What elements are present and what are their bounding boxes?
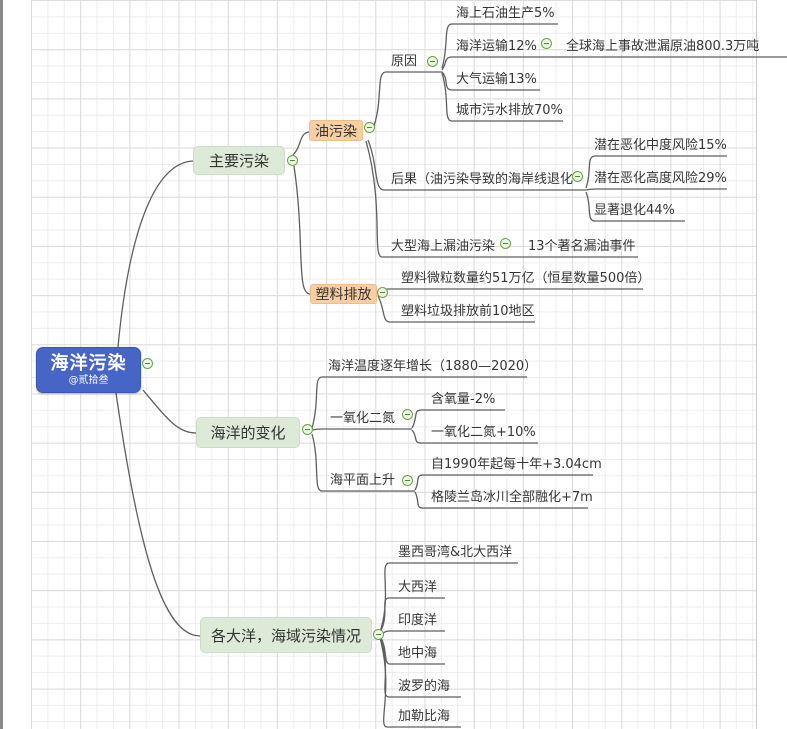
topic-marine-transport[interactable]: 海洋运输12%: [456, 39, 537, 54]
subtopic-oil-pollution[interactable]: 油污染: [309, 120, 363, 141]
topic-global-oil-spill-total[interactable]: 全球海上事故泄漏原油800.3万吨: [566, 39, 760, 54]
root-topic-label: 海洋污染: [50, 352, 127, 374]
branch-ocean-regions[interactable]: 各大洋，海域污染情况: [200, 617, 372, 653]
topic-major-oil-spills[interactable]: 大型海上漏油污染: [391, 239, 496, 254]
subtopic-plastic-emission[interactable]: 塑料排放: [310, 284, 377, 304]
collapse-icon[interactable]: [377, 287, 388, 298]
topic-famous-spill-events[interactable]: 13个著名漏油事件: [528, 239, 636, 254]
topic-offshore-oil-production[interactable]: 海上石油生产5%: [456, 6, 555, 21]
collapse-icon[interactable]: [287, 155, 298, 166]
topic-indian-ocean[interactable]: 印度洋: [398, 613, 438, 628]
collapse-icon[interactable]: [142, 358, 153, 369]
topic-potential-high-risk[interactable]: 潜在恶化高度风险29%: [594, 171, 727, 186]
topic-urban-sewage[interactable]: 城市污水排放70%: [456, 103, 563, 118]
collapse-icon[interactable]: [364, 122, 375, 133]
collapse-icon[interactable]: [402, 409, 413, 420]
collapse-icon[interactable]: [302, 424, 313, 435]
window-edge: [0, 0, 3, 729]
collapse-icon[interactable]: [373, 629, 384, 640]
topic-atlantic[interactable]: 大西洋: [398, 580, 438, 595]
topic-causes[interactable]: 原因: [391, 54, 418, 69]
topic-ocean-temperature[interactable]: 海洋温度逐年增长（1880—2020）: [328, 359, 538, 374]
topic-potential-moderate-risk[interactable]: 潜在恶化中度风险15%: [594, 138, 727, 153]
collapse-icon[interactable]: [402, 475, 413, 486]
topic-greenland-melt[interactable]: 格陵兰岛冰川全部融化+7m: [431, 490, 593, 505]
topic-nitrous-oxide[interactable]: 一氧化二氮: [330, 411, 396, 426]
topic-sea-level-rise[interactable]: 海平面上升: [330, 473, 396, 488]
topic-caribbean-sea[interactable]: 加勒比海: [398, 709, 451, 724]
root-author-label: @贰拾叁: [68, 375, 109, 387]
topic-microplastic-count[interactable]: 塑料微粒数量约51万亿（恒星数量500倍）: [401, 271, 651, 286]
collapse-icon[interactable]: [427, 56, 438, 67]
topic-gulf-mexico-north-atlantic[interactable]: 墨西哥湾&北大西洋: [398, 545, 513, 560]
collapse-icon[interactable]: [500, 238, 511, 249]
branch-ocean-changes[interactable]: 海洋的变化: [196, 417, 300, 448]
topic-rise-per-decade[interactable]: 自1990年起每十年+3.04cm: [431, 457, 602, 472]
topic-consequences-coastline[interactable]: 后果（油污染导致的海岸线退化: [391, 172, 574, 187]
grid-background: [31, 0, 757, 729]
branch-main-pollution[interactable]: 主要污染: [193, 146, 285, 175]
topic-top10-plastic-regions[interactable]: 塑料垃圾排放前10地区: [401, 304, 535, 319]
topic-atmospheric-transport[interactable]: 大气运输13%: [456, 72, 537, 87]
topic-nitrous-oxide-increase[interactable]: 一氧化二氮+10%: [431, 425, 536, 440]
topic-baltic-sea[interactable]: 波罗的海: [398, 679, 451, 694]
topic-mediterranean[interactable]: 地中海: [398, 646, 438, 661]
topic-oxygen-content[interactable]: 含氧量-2%: [431, 392, 496, 407]
root-node[interactable]: 海洋污染 @贰拾叁: [36, 347, 141, 393]
collapse-icon[interactable]: [541, 38, 552, 49]
topic-significant-degradation[interactable]: 显著退化44%: [594, 203, 675, 218]
collapse-icon[interactable]: [572, 171, 583, 182]
